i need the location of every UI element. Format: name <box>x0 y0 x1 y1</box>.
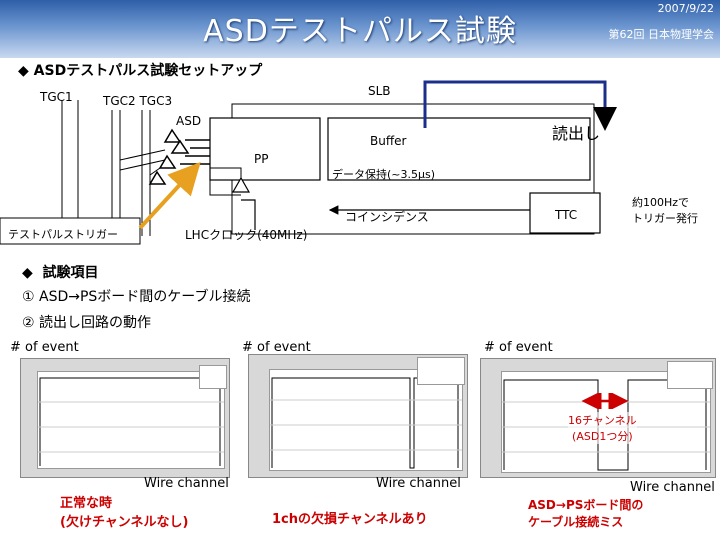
slb-label: SLB <box>368 84 391 98</box>
diamond-bullet-icon: ◆ <box>22 265 33 281</box>
plot3-xlabel: Wire channel <box>630 480 715 495</box>
plot3-histogram <box>480 358 716 478</box>
items-heading: ◆ 試験項目 <box>22 265 99 281</box>
tgc1-label: TGC1 <box>40 90 73 104</box>
plot2-histogram <box>248 354 468 478</box>
test-item-2: ② 読出し回路の動作 <box>22 315 152 331</box>
asd-amplifier-icon <box>148 128 190 185</box>
data-hold-label: データ保持(~3.5μs) <box>332 168 436 181</box>
trigger-arrow <box>138 162 201 230</box>
diamond-bullet-icon: ◆ <box>18 63 29 79</box>
plot1-xlabel: Wire channel <box>144 476 229 491</box>
readout-path <box>423 80 617 131</box>
pp-box <box>209 117 321 181</box>
date-label: 2007/9/22 <box>657 2 714 15</box>
plot3-annotation: 16チャンネル (ASD1つ分) <box>568 412 637 444</box>
conference-label: 第62回 日本物理学会 <box>608 28 715 41</box>
lhc-clock-label: LHCクロック(40MHz) <box>185 228 308 242</box>
ttc-label: TTC <box>555 208 578 222</box>
plot2-xlabel: Wire channel <box>376 476 461 491</box>
tgc2-tgc3-label: TGC2 TGC3 <box>103 94 173 108</box>
plot2-caption: 1chの欠損チャンネルあり <box>272 512 428 527</box>
coincidence-label: コインシデンス <box>345 210 429 224</box>
buffer-box <box>327 117 591 181</box>
asd-label: ASD <box>176 114 202 128</box>
setup-diagram <box>0 80 617 245</box>
tgc2-chamber <box>111 110 121 236</box>
pp-label: PP <box>254 152 269 166</box>
test-item-1: ① ASD→PSボード間のケーブル接続 <box>22 289 251 305</box>
readout-label: 読出し <box>552 124 601 143</box>
trigger-note: 約100Hzで トリガー発行 <box>632 196 698 225</box>
channel-gap-arrow <box>581 393 629 409</box>
plot1-histogram <box>20 358 230 478</box>
test-pulse-trigger-label: テストパルストリガー <box>8 228 118 241</box>
plot2-ylabel: # of event <box>242 340 311 355</box>
tgc1-chamber <box>61 100 79 236</box>
plot3-caption: ASD→PSボード間の ケーブル接続ミス <box>528 498 644 529</box>
plot3-ylabel: # of event <box>484 340 553 355</box>
plot1-caption: 正常な時 (欠けチャンネルなし) <box>60 496 189 530</box>
plot1-ylabel: # of event <box>10 340 79 355</box>
page-title: ASDテストパルス試験 <box>203 14 517 49</box>
buffer-label: Buffer <box>370 134 407 148</box>
pp-driver-icon <box>231 176 251 193</box>
ttc-box <box>529 192 601 234</box>
header-bar <box>0 0 720 58</box>
test-pulse-trigger-box <box>0 217 141 245</box>
setup-heading: ◆ ASDテストパルス試験セットアップ <box>18 63 263 79</box>
